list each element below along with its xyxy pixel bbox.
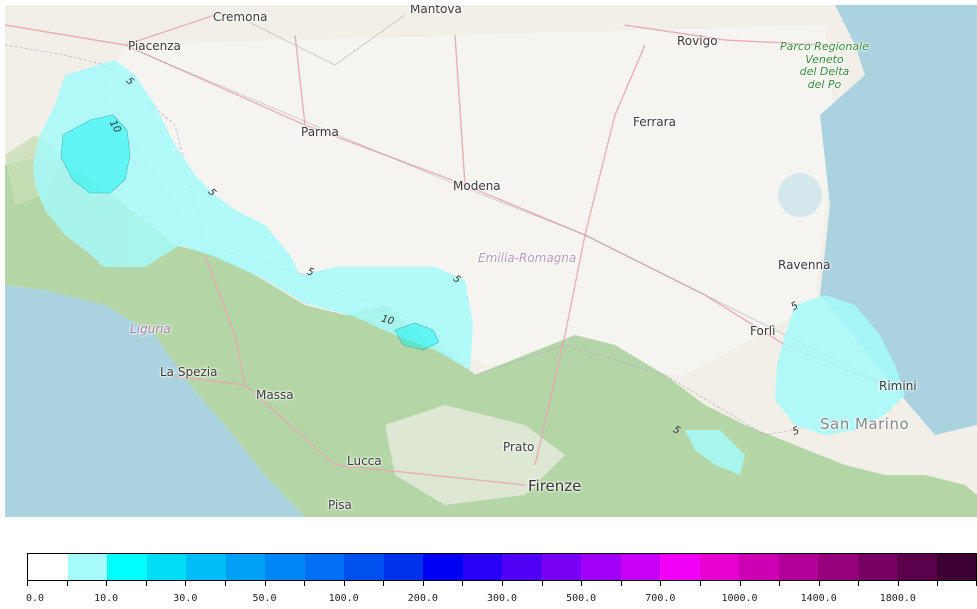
colorbar-tick-label: 1000.0 [721, 593, 758, 604]
colorbar-tick [383, 581, 385, 586]
park-line: Parco Regionale [780, 40, 869, 53]
boundaries [5, 44, 876, 436]
park-line: del Po [807, 77, 842, 91]
colorbar-tick [818, 581, 820, 586]
colorbar-segment [857, 554, 897, 580]
colorbar-tick [620, 581, 622, 586]
colorbar-tick-label: 0.0 [25, 593, 45, 604]
colorbar-tick [185, 581, 187, 586]
po-valley [105, 25, 835, 375]
colorbar [27, 553, 977, 581]
place-label-cremona: Cremona [213, 10, 268, 24]
colorbar-tick [502, 581, 503, 586]
place-label-lucca: Lucca [347, 454, 382, 468]
colorbar-segment [739, 554, 779, 580]
ligurian-sea [5, 285, 305, 517]
colorbar-tick [106, 581, 108, 586]
colorbar-segment [304, 554, 344, 580]
colorbar-ticks [27, 581, 977, 587]
place-label-massa: Massa [256, 388, 294, 402]
colorbar-segment [67, 554, 107, 580]
colorbar-tick [897, 581, 899, 586]
colorbar-segment [146, 554, 186, 580]
map-canvas [5, 5, 977, 517]
colorbar-segment [936, 554, 976, 580]
place-label-ferrara: Ferrara [633, 115, 676, 129]
colorbar-tick-label: 30.0 [173, 593, 198, 604]
colorbar-tick-labels: 0.0 10.0 30.0 50.0 100.0 200.0 300.0 500.0 700.0… [25, 593, 977, 607]
colorbar-tick-label: 300.0 [486, 593, 518, 604]
place-label-prato: Prato [503, 440, 535, 454]
colorbar-tick-label: 500.0 [566, 593, 597, 604]
colorbar-tick [264, 581, 266, 586]
place-label-rimini: Rimini [879, 379, 917, 393]
lagoon [778, 173, 822, 217]
colorbar-segment [699, 554, 739, 580]
colorbar-segment [225, 554, 265, 580]
place-label-emilia: Emilia-Romagna [478, 251, 577, 265]
colorbar-segment [778, 554, 818, 580]
colorbar-tick [224, 581, 226, 586]
colorbar-tick [27, 581, 28, 586]
park-label: Parco Regionale Veneto del Delta del Po [780, 40, 869, 92]
place-label-sanmarino: San Marino [820, 415, 910, 433]
place-label-modena: Modena [453, 179, 501, 193]
place-label-ravenna: Ravenna [778, 258, 831, 272]
colorbar-segment [541, 554, 581, 580]
colorbar-segment [897, 554, 937, 580]
colorbar-segment [620, 554, 660, 580]
colorbar-tick [937, 581, 939, 586]
colorbar-tick-label: 1400.0 [800, 593, 837, 604]
place-label-liguria: Liguria [130, 322, 171, 336]
colorbar-tick-label: 1800.0 [879, 593, 916, 604]
colorbar-tick-label: 50.0 [252, 593, 277, 604]
colorbar-tick-label: 10.0 [94, 593, 119, 604]
place-label-mantova: Mantova [410, 5, 462, 16]
colorbar-tick [462, 581, 464, 586]
colorbar-segment [581, 554, 621, 580]
colorbar-tick-label: 700.0 [645, 593, 676, 604]
colorbar-tick [145, 581, 147, 586]
place-label-parma: Parma [301, 125, 339, 139]
place-label-piacenza: Piacenza [128, 39, 181, 53]
colorbar-tick [699, 581, 701, 586]
colorbar-tick [304, 581, 306, 586]
colorbar-tick [581, 581, 583, 586]
colorbar-segment [818, 554, 858, 580]
colorbar-segment [344, 554, 384, 580]
park-line: del Delta [799, 65, 850, 79]
park-line: Veneto [805, 52, 844, 66]
colorbar-segment [107, 554, 147, 580]
colorbar-tick-label: 200.0 [407, 593, 438, 604]
precip-10mm [61, 115, 439, 350]
colorbar-segment [265, 554, 305, 580]
colorbar-segment [383, 554, 423, 580]
colorbar-tick [779, 581, 781, 586]
place-label-forli: Forlì [750, 324, 776, 338]
place-label-laspezia: La Spezia [160, 365, 218, 379]
colorbar-tick [660, 581, 662, 586]
place-label-firenze: Firenze [528, 477, 582, 495]
place-label-pisa: Pisa [328, 498, 352, 512]
colorbar-segment [502, 554, 542, 580]
contours [60, 114, 440, 351]
colorbar-tick [541, 581, 543, 586]
arno-valley [385, 405, 565, 505]
colorbar-tick-label: 100.0 [328, 593, 359, 604]
colorbar-tick [739, 581, 741, 586]
colorbar-segment [28, 554, 68, 580]
colorbar-segment [423, 554, 463, 580]
colorbar-segment [462, 554, 502, 580]
precip-5mm [33, 60, 905, 475]
place-label-rovigo: Rovigo [677, 34, 718, 48]
colorbar-segment [660, 554, 700, 580]
colorbar-tick [343, 581, 345, 586]
colorbar-tick [66, 581, 68, 586]
colorbar-tick [858, 581, 860, 586]
colorbar-segment [186, 554, 226, 580]
apennine-hills [5, 155, 977, 517]
colorbar-tick [422, 581, 424, 586]
